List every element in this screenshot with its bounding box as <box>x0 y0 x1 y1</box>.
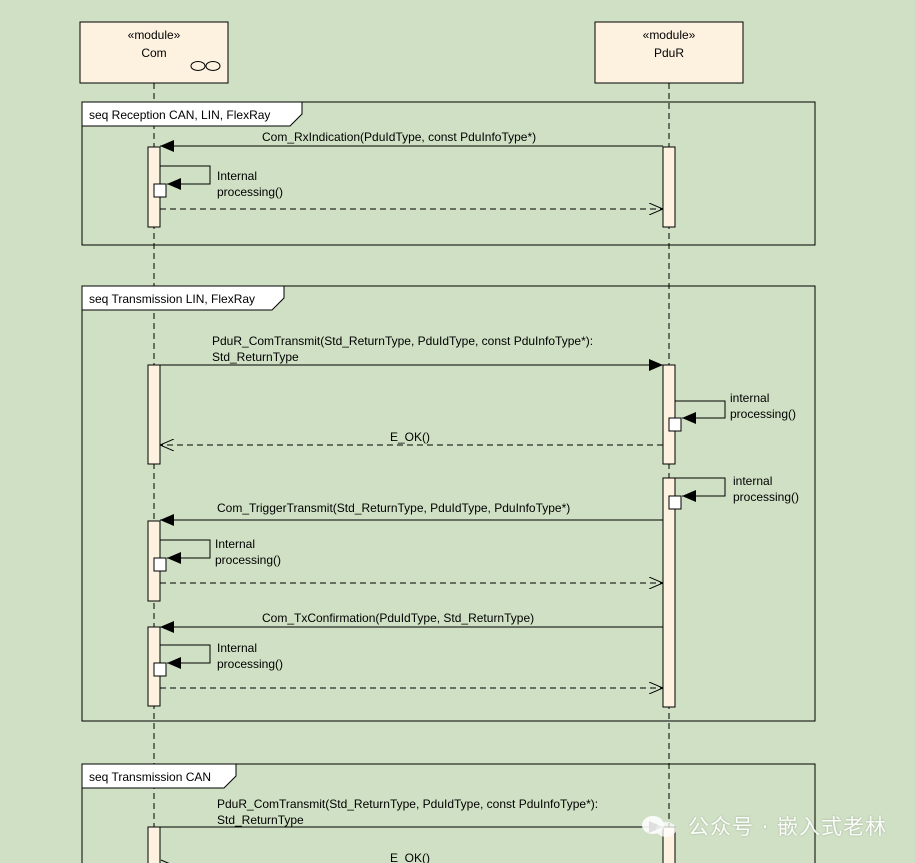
message-label: PduR_ComTransmit(Std_ReturnType, PduIdTy… <box>217 797 598 811</box>
self-message-label: processing() <box>730 407 796 421</box>
message-label: Com_RxIndication(PduIdType, const PduInf… <box>262 130 536 144</box>
com-name: Com <box>141 46 166 60</box>
component-icon <box>190 61 221 71</box>
frame-reception: seq Reception CAN, LIN, FlexRay <box>81 101 816 246</box>
self-message-arrow <box>160 165 211 190</box>
message-label: Std_ReturnType <box>212 350 299 364</box>
self-message-label: processing() <box>217 657 283 671</box>
message-label: Com_TxConfirmation(PduIdType, Std_Return… <box>262 611 534 625</box>
lifeline-head-pdur: «module» PduR <box>594 21 744 84</box>
nested-activation <box>153 662 167 677</box>
message-label: PduR_ComTransmit(Std_ReturnType, PduIdTy… <box>212 334 593 348</box>
pdur-name: PduR <box>654 46 684 60</box>
self-message-label: Internal <box>217 641 257 655</box>
frame-transmission-lin-flexray: seq Transmission LIN, FlexRay <box>81 285 816 722</box>
watermark: 公众号 · 嵌入式老林 <box>640 811 887 841</box>
frame-label: seq Transmission LIN, FlexRay <box>89 292 255 306</box>
self-message-arrow <box>675 400 726 424</box>
nested-activation <box>153 557 167 572</box>
wechat-icon <box>640 814 680 838</box>
watermark-text: 公众号 · 嵌入式老林 <box>687 815 887 839</box>
nested-activation <box>153 183 167 198</box>
frame-label: seq Transmission CAN <box>89 770 211 784</box>
self-message-arrow <box>675 477 726 502</box>
message-label: Std_ReturnType <box>217 813 304 827</box>
nested-activation <box>668 417 682 432</box>
activation-bar <box>147 826 161 863</box>
self-message-label: internal <box>733 474 772 488</box>
self-message-label: Internal <box>215 537 255 551</box>
self-message-arrow <box>160 644 211 669</box>
self-message-arrow <box>160 539 211 564</box>
return-label: E_OK() <box>390 851 430 863</box>
activation-bar <box>147 364 161 465</box>
frame-label: seq Reception CAN, LIN, FlexRay <box>89 108 270 122</box>
pdur-stereotype: «module» <box>643 28 696 42</box>
self-message-label: processing() <box>217 185 283 199</box>
com-stereotype: «module» <box>128 28 181 42</box>
activation-bar <box>662 146 676 228</box>
self-message-label: processing() <box>215 553 281 567</box>
self-message-label: internal <box>730 391 769 405</box>
return-arrow <box>160 859 170 863</box>
return-label: E_OK() <box>390 430 430 444</box>
nested-activation <box>668 495 682 510</box>
lifeline-head-com: «module» Com <box>79 21 229 84</box>
frame-transmission-can: seq Transmission CAN <box>81 763 816 863</box>
activation-bar <box>662 477 676 708</box>
self-message-label: processing() <box>733 490 799 504</box>
self-message-label: Internal <box>217 169 257 183</box>
message-label: Com_TriggerTransmit(Std_ReturnType, PduI… <box>217 501 570 515</box>
activation-bar <box>662 364 676 465</box>
